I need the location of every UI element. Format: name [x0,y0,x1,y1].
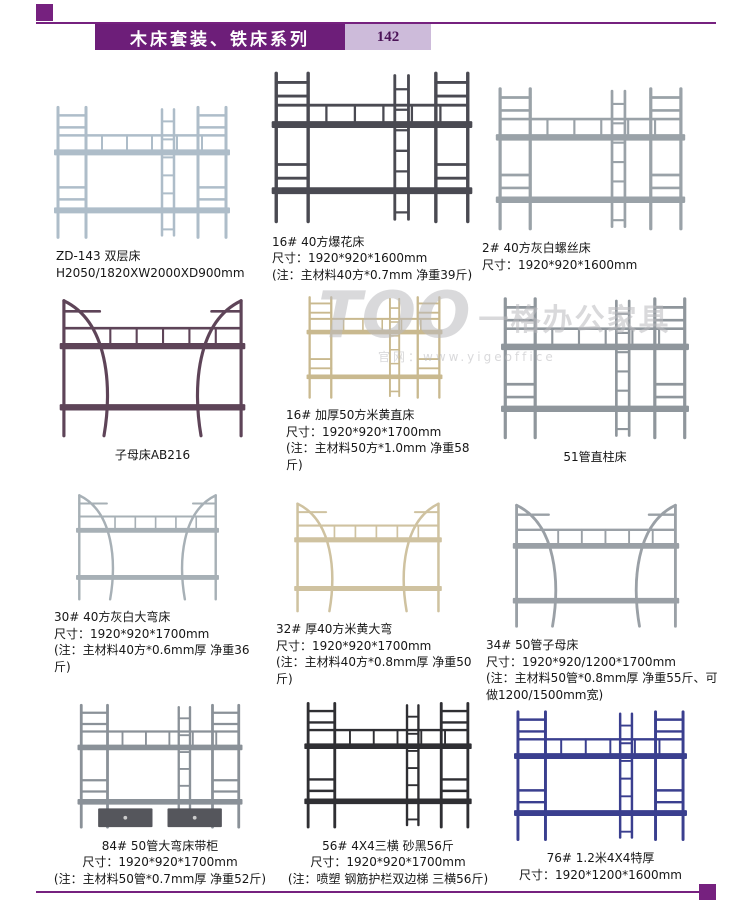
bunk-bed-illustration [77,703,243,829]
product-caption: 84# 50管大弯床带柜 尺寸：1920*920*1700mm (注：主材料50… [45,838,275,888]
product-name: 子母床AB216 [114,448,191,463]
product-name: 84# 50管大弯床带柜 [101,838,219,853]
product-caption: 16# 40方爆花床 尺寸：1920*920*1600mm (注：主材料40方*… [258,234,486,284]
product-note: (注：主材料40方*0.7mm 净重39斤) [272,268,473,283]
product-card: 34# 50管子母床 尺寸：1920*920/1200*1700mm (注：主材… [472,492,720,704]
page-number-badge: 142 [345,24,431,50]
product-note: (注：主材料40方*0.8mm厚 净重50斤) [276,655,472,687]
bunk-bed-illustration [501,297,689,440]
product-note: (注：主材料50管*0.8mm厚 净重55斤、可做1200/1500mm宽) [486,671,718,703]
product-size: 尺寸：1920*920*1600mm [272,251,428,266]
product-name: ZD-143 双层床 [56,249,141,264]
bunk-bed-illustration [54,105,230,239]
product-note: (注：主材料50管*0.7mm厚 净重52斤) [53,872,267,887]
product-name: 16# 加厚50方米黄直床 [286,407,415,422]
product-caption: 16# 加厚50方米黄直床 尺寸：1920*920*1700mm (注：主材料5… [272,407,477,474]
product-size: 尺寸：1920*920/1200*1700mm [486,654,676,669]
bunk-bed-illustration [304,701,472,829]
product-caption: ZD-143 双层床 H2050/1820XW2000XD900mm [42,248,245,282]
product-card: 16# 加厚50方米黄直床 尺寸：1920*920*1700mm (注：主材料5… [272,288,477,474]
product-caption: 2# 40方灰白螺丝床 尺寸：1920*920*1600mm [468,240,713,274]
product-size: 尺寸：1920*920*1700mm [82,855,238,870]
product-caption: 51管直柱床 [480,449,710,466]
product-size: 尺寸：1920*920*1700mm [286,424,442,439]
product-size: 尺寸：1920*920*1700mm [276,638,432,653]
top-left-corner-square [36,4,53,21]
product-name: 16# 40方爆花床 [272,234,365,249]
product-card: 84# 50管大弯床带柜 尺寸：1920*920*1700mm (注：主材料50… [45,694,275,888]
product-caption: 32# 厚40方米黄大弯 尺寸：1920*920*1700mm (注：主材料40… [262,621,474,688]
bottom-rule [36,891,716,893]
product-name: 56# 4X4三横 砂黑56斤 [322,838,454,853]
bunk-bed-illustration [271,71,473,224]
top-rule [36,22,716,24]
product-card: ZD-143 双层床 H2050/1820XW2000XD900mm [42,56,245,282]
product-card: 32# 厚40方米黄大弯 尺寸：1920*920*1700mm (注：主材料40… [262,492,474,688]
product-caption: 76# 1.2米4X4特厚 尺寸：1920*1200*1600mm [498,850,703,884]
product-card: 51管直柱床 [480,286,710,466]
product-note: (注：喷塑 钢筋护栏双边梯 三横56斤) [287,872,489,887]
product-name: 30# 40方灰白大弯床 [54,609,171,624]
product-name: 2# 40方灰白螺丝床 [482,241,591,256]
product-size: 尺寸：1920*1200*1600mm [519,868,682,883]
product-card: 30# 40方灰白大弯床 尺寸：1920*920*1700mm (注：主材料40… [40,484,255,676]
bunk-bed-illustration [76,494,219,601]
product-note: (注：主材料50方*1.0mm 净重58斤) [286,441,470,473]
bunk-bed-illustration [294,502,442,613]
product-caption: 56# 4X4三横 砂黑56斤 尺寸：1920*920*1700mm (注：喷塑… [282,838,494,888]
product-card: 56# 4X4三横 砂黑56斤 尺寸：1920*920*1700mm (注：喷塑… [282,692,494,888]
product-caption: 子母床AB216 [40,447,265,464]
bunk-bed-illustration [59,299,246,438]
product-caption: 34# 50管子母床 尺寸：1920*920/1200*1700mm (注：主材… [472,637,720,704]
product-note: (注：主材料40方*0.6mm厚 净重36斤) [54,643,250,675]
product-card: 2# 40方灰白螺丝床 尺寸：1920*920*1600mm [468,76,713,274]
product-card: 76# 1.2米4X4特厚 尺寸：1920*1200*1600mm [498,700,703,884]
product-card: 子母床AB216 [40,286,265,464]
product-card: 16# 40方爆花床 尺寸：1920*920*1600mm (注：主材料40方*… [258,56,486,284]
bunk-bed-illustration [495,87,686,231]
product-size: 尺寸：1920*920*1700mm [54,626,210,641]
product-name: 34# 50管子母床 [486,637,579,652]
page-title: 木床套装、铁床系列 [130,29,310,50]
product-size: 尺寸：1920*920*1600mm [482,258,638,273]
product-size: 尺寸：1920*920*1700mm [310,855,466,870]
page-number: 142 [376,28,400,45]
product-name: 51管直柱床 [563,450,627,465]
bunk-bed-illustration [306,296,443,399]
product-caption: 30# 40方灰白大弯床 尺寸：1920*920*1700mm (注：主材料40… [40,609,255,676]
bottom-right-corner-square [699,884,716,900]
bunk-bed-illustration [514,710,687,842]
product-size: H2050/1820XW2000XD900mm [56,266,245,281]
bunk-bed-illustration [512,503,680,628]
product-name: 76# 1.2米4X4特厚 [546,851,655,866]
product-name: 32# 厚40方米黄大弯 [276,621,393,636]
header-band: 木床套装、铁床系列 [95,24,345,50]
